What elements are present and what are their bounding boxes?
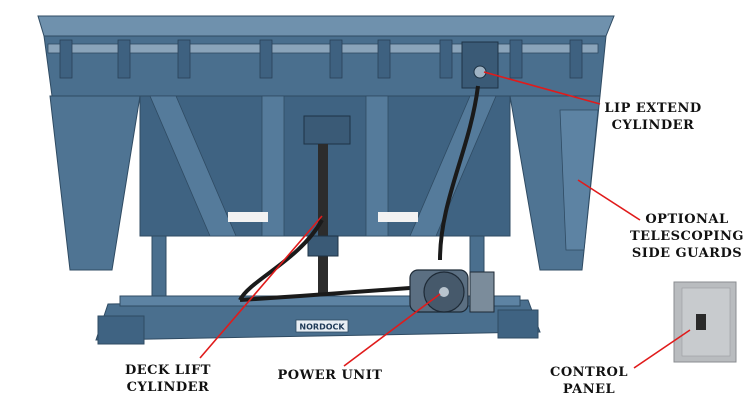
hydraulic-hose-base [239, 286, 411, 302]
hydraulic-hose-right [438, 85, 480, 261]
pointer-deck-lift [199, 215, 323, 359]
power-unit-hub [439, 287, 449, 297]
pointer-lines [199, 71, 691, 369]
power-unit-tank [469, 271, 495, 313]
hydraulic-hose-left [238, 219, 324, 302]
center-bracket [303, 115, 351, 145]
label-line: PANEL [562, 382, 616, 397]
control-panel-switch [696, 314, 706, 330]
label-line: OPTIONAL [645, 212, 729, 227]
deck-slot-right [378, 212, 418, 222]
pointer-power-unit [343, 293, 441, 367]
deck-lift-cylinder [318, 144, 328, 294]
deck-slot-left [228, 212, 268, 222]
pointer-lip-extend [483, 71, 601, 105]
brand-plate-text: NORDOCK [299, 323, 345, 332]
pointer-side-guards [577, 179, 641, 221]
hinge-knuckles [59, 39, 583, 79]
label-deck-lift-cylinder: DECK LIFT CYLINDER [108, 362, 228, 396]
brand-plate [295, 319, 349, 333]
deck-plate [37, 15, 615, 37]
deck-beams [149, 95, 497, 237]
right-base-block [497, 309, 539, 339]
label-line: LIP EXTEND [604, 101, 702, 116]
label-line: SIDE GUARDS [631, 246, 743, 261]
label-lip-extend-cylinder: LIP EXTEND CYLINDER [588, 100, 718, 134]
deck-lift-mount [307, 235, 339, 257]
hinge-bar [47, 43, 599, 54]
label-telescoping-side-guards: OPTIONAL TELESCOPING SIDE GUARDS [624, 211, 750, 262]
left-side-guard [49, 95, 141, 271]
label-line: CONTROL [550, 365, 628, 380]
label-power-unit: POWER UNIT [270, 367, 390, 384]
label-line: DECK LIFT [125, 363, 211, 378]
pointer-control-panel [633, 329, 691, 369]
lip-extend-cylinder [461, 41, 499, 89]
label-control-panel: CONTROL PANEL [534, 364, 644, 398]
label-line: POWER UNIT [277, 368, 383, 383]
label-line: CYLINDER [126, 380, 210, 395]
left-base-block [97, 315, 145, 345]
label-line: CYLINDER [611, 118, 695, 133]
label-line: TELESCOPING [629, 229, 745, 244]
